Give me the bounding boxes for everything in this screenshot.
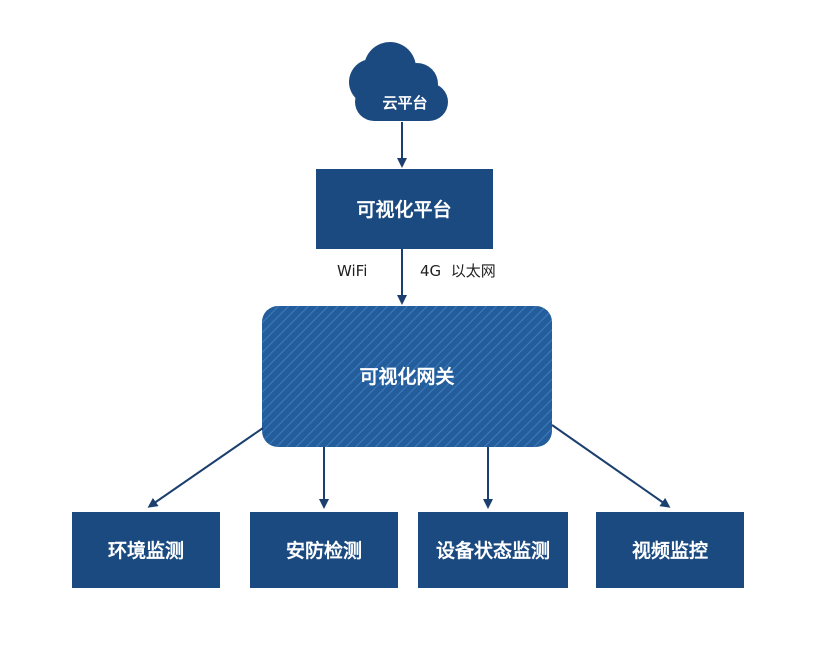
gateway-label: 可视化网关: [359, 365, 454, 388]
security-box: [250, 512, 398, 588]
device-label: 设备状态监测: [436, 539, 550, 562]
env-box: [72, 512, 220, 588]
device-box: [418, 512, 568, 588]
gateway-box: [262, 306, 552, 447]
env-node: 环境监测: [72, 512, 220, 588]
platform-box: [316, 169, 493, 249]
cloud-node: 云平台: [349, 42, 448, 121]
env-label: 环境监测: [108, 539, 184, 562]
edge-gateway-to-video: [551, 424, 671, 508]
device-node: 设备状态监测: [418, 512, 568, 588]
gateway-node: 可视化网关: [262, 306, 552, 447]
platform-label: 可视化平台: [356, 198, 451, 221]
edge-gateway-to-env: [147, 427, 264, 508]
video-label: 视频监控: [632, 539, 708, 562]
cloud-icon: [349, 42, 448, 121]
security-node: 安防检测: [250, 512, 398, 588]
video-box: [596, 512, 744, 588]
platform-node: 可视化平台: [316, 169, 493, 249]
video-node: 视频监控: [596, 512, 744, 588]
cloud-label: 云平台: [382, 94, 427, 112]
security-label: 安防检测: [286, 539, 362, 562]
wifi-label: WiFi: [337, 262, 367, 280]
cellular-ethernet-label: 4G 以太网: [420, 262, 496, 280]
